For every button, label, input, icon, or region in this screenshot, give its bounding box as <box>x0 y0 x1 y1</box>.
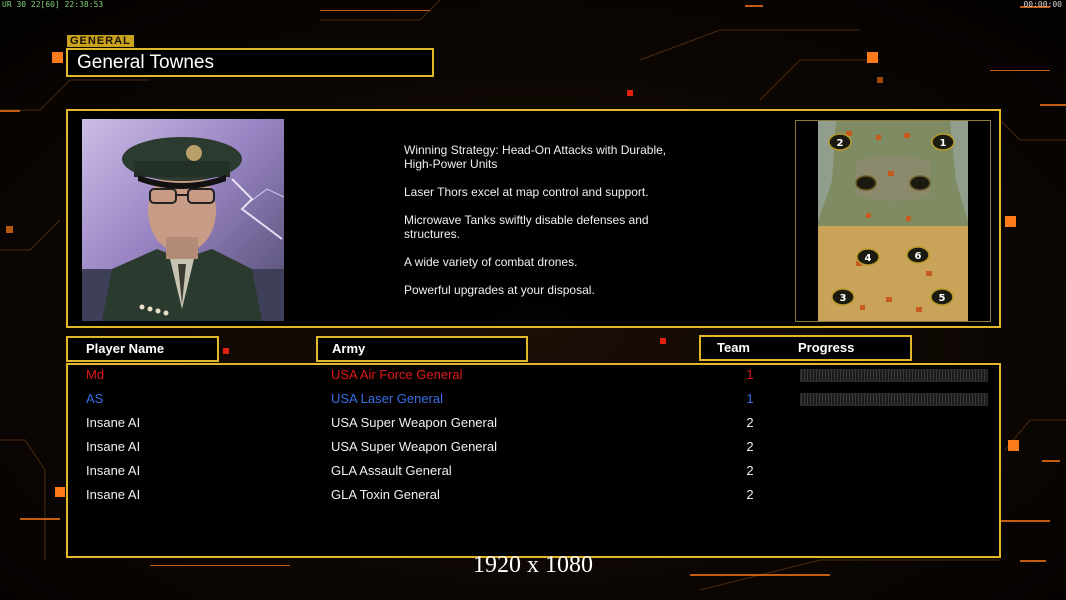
map-start-1: 1 <box>940 138 947 149</box>
header-team-label: Team <box>717 340 750 355</box>
player-team: 1 <box>746 367 754 382</box>
header-player-name-label: Player Name <box>86 341 165 356</box>
map-preview: 2 1 4 6 3 <box>795 120 991 322</box>
player-army: USA Super Weapon General <box>331 415 497 430</box>
player-name: Insane AI <box>86 463 141 478</box>
player-team: 2 <box>746 415 754 430</box>
player-team: 2 <box>746 487 754 502</box>
player-row: Insane AI GLA Toxin General 2 <box>68 483 999 507</box>
map-start-4: 4 <box>865 253 872 264</box>
player-row: AS USA Laser General 1 <box>68 387 999 411</box>
player-army: GLA Toxin General <box>331 487 440 502</box>
header-army-label: Army <box>332 341 366 356</box>
player-name: Md <box>86 367 105 382</box>
map-start-2: 2 <box>837 138 844 149</box>
player-army: GLA Assault General <box>331 463 452 478</box>
map-start-6: 6 <box>915 251 922 262</box>
strategy-line: Laser Thors excel at map control and sup… <box>404 185 649 199</box>
resolution-label: 1920 x 1080 <box>473 552 593 578</box>
player-name: Insane AI <box>86 487 141 502</box>
map-start-3: 3 <box>840 293 847 304</box>
general-info-panel: Winning Strategy: Head-On Attacks with D… <box>66 109 1001 328</box>
player-row: Insane AI GLA Assault General 2 <box>68 459 999 483</box>
strategy-line: Winning Strategy: Head-On Attacks with D… <box>404 143 667 171</box>
header-progress-label: Progress <box>798 340 855 355</box>
strategy-line: A wide variety of combat drones. <box>404 255 578 269</box>
strategy-description: Winning Strategy: Head-On Attacks with D… <box>404 143 704 311</box>
player-team: 2 <box>746 439 754 454</box>
player-army: USA Air Force General <box>331 367 463 382</box>
map-start-5: 5 <box>939 293 946 304</box>
strategy-line: Microwave Tanks swiftly disable defenses… <box>404 213 649 241</box>
player-row: Insane AI USA Super Weapon General 2 <box>68 435 999 459</box>
general-portrait <box>82 119 284 321</box>
load-progress-bar <box>800 369 988 382</box>
player-row: Insane AI USA Super Weapon General 2 <box>68 411 999 435</box>
load-progress-bar <box>800 393 988 406</box>
player-name: AS <box>86 391 104 406</box>
header-army: Army <box>316 336 528 362</box>
strategy-line: Powerful upgrades at your disposal. <box>404 283 595 297</box>
player-army: USA Laser General <box>331 391 444 406</box>
header-team-progress: Team Progress <box>699 335 912 361</box>
player-name: Insane AI <box>86 415 141 430</box>
hud-stats: UR 30 22[60] 22:38:53 <box>2 0 104 9</box>
player-team: 2 <box>746 463 754 478</box>
general-section-label: GENERAL <box>67 35 134 47</box>
player-name: Insane AI <box>86 439 141 454</box>
player-army: USA Super Weapon General <box>331 439 497 454</box>
general-name-title: General Townes <box>66 48 434 77</box>
header-player-name: Player Name <box>66 336 219 362</box>
hud-timer: 00:00:00 <box>1023 0 1062 9</box>
player-row: Md USA Air Force General 1 <box>68 363 999 387</box>
player-team: 1 <box>746 391 754 406</box>
